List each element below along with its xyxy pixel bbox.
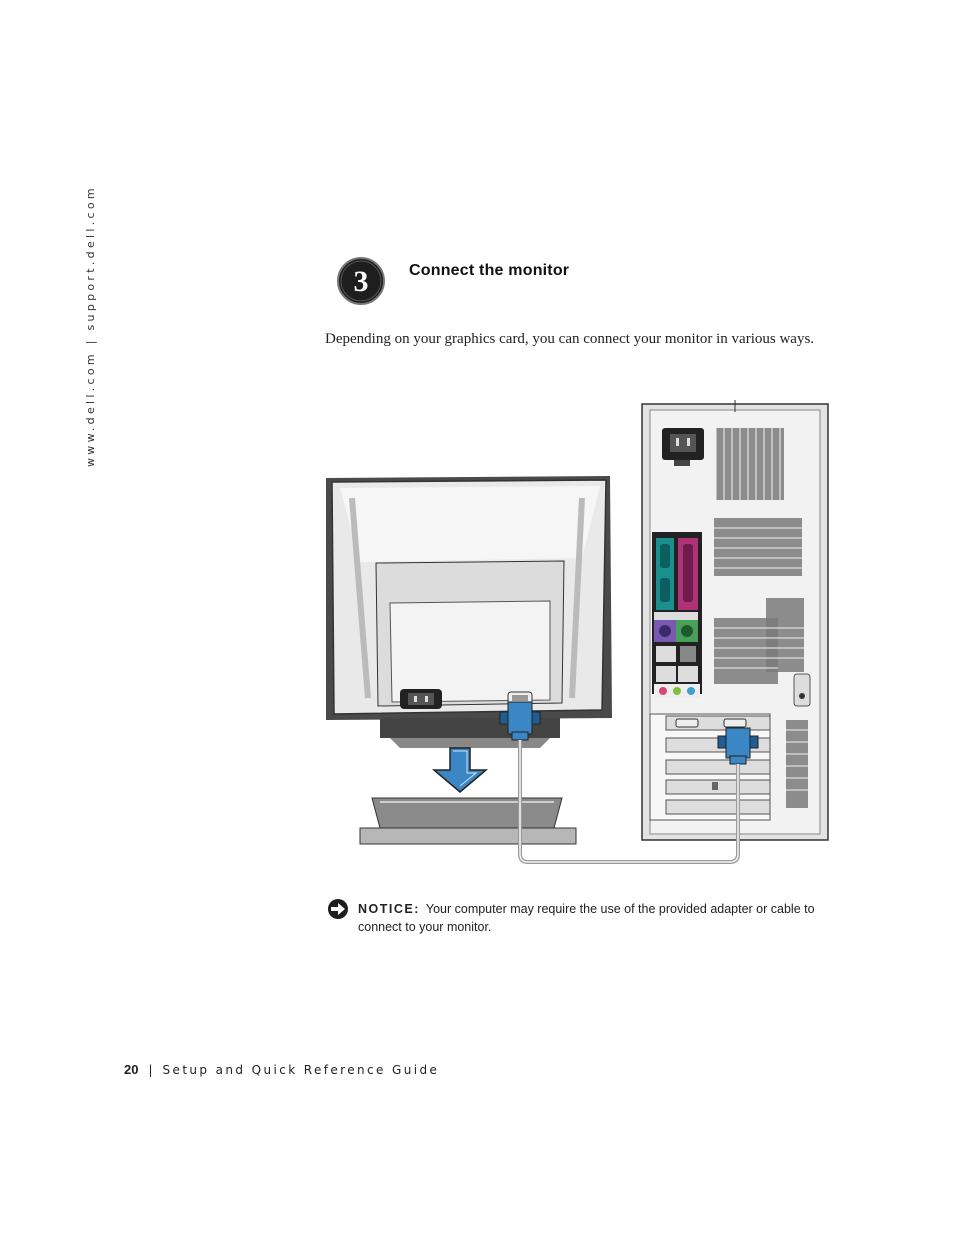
page-number: 20 [124,1062,139,1077]
monitor-connection-illustration [326,400,829,864]
down-arrow-icon [431,747,489,793]
notice-label: NOTICE: [358,902,420,916]
crt-monitor [326,476,612,748]
notice-text: Your computer may require the use of the… [358,902,815,934]
step-number-badge: 3 [337,257,385,305]
intro-paragraph: Depending on your graphics card, you can… [325,331,815,347]
monitor-power-socket [400,689,442,709]
notice-block: NOTICE:Your computer may require the use… [358,900,818,936]
tower-cable-connector [717,727,759,765]
footer-title: Setup and Quick Reference Guide [162,1063,440,1077]
step-number: 3 [354,265,369,298]
footer-separator: | [148,1063,153,1077]
page-footer: 20 | Setup and Quick Reference Guide [124,1062,439,1077]
monitor-cable-connector [499,701,541,741]
computer-tower [641,400,829,841]
monitor-stand-base [359,797,577,845]
notice-arrow-icon [328,899,348,919]
step-title: Connect the monitor [409,262,570,279]
sidebar-url: www.dell.com | support.dell.com [84,185,97,467]
